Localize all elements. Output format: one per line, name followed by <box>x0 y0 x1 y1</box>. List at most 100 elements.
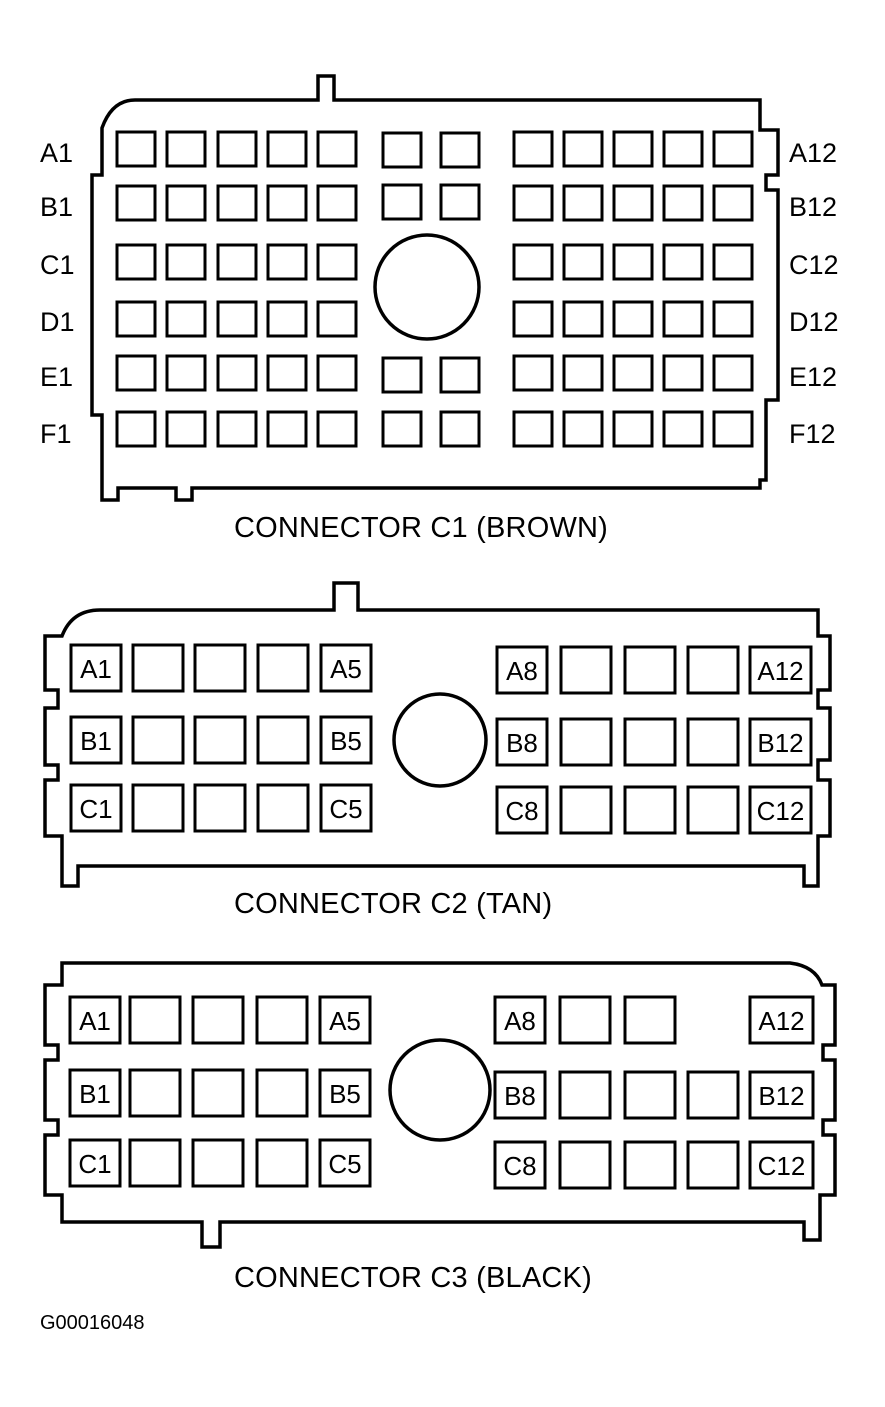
connector-c1-pin <box>439 356 481 394</box>
connector-c1-pin <box>612 354 654 392</box>
connector-c1-pin <box>612 130 654 168</box>
connector-c2-pin <box>193 715 247 765</box>
connector-c2-pin <box>69 715 123 765</box>
connector-c1-pin <box>612 300 654 338</box>
connector-c2-pin <box>131 783 185 833</box>
connector-c3-pin-label: A12 <box>758 1006 804 1036</box>
connector-c1-pin <box>216 354 258 392</box>
connector-c3-polarization-hole <box>388 1038 492 1142</box>
connector-c1-pin <box>662 300 704 338</box>
connector-c2-pin <box>193 783 247 833</box>
connector-c1-pin <box>381 131 423 169</box>
connector-c1-pin <box>316 354 358 392</box>
connector-c1-pin <box>115 410 157 448</box>
connector-c1-caption: CONNECTOR C1 (BROWN) <box>234 512 609 544</box>
connector-c1-row-label-right: A12 <box>789 138 837 168</box>
connector-c2-pin <box>193 643 247 693</box>
connector-c1-pin <box>612 410 654 448</box>
connector-c3-pin-label: B1 <box>79 1079 111 1109</box>
connector-c1-pin <box>562 243 604 281</box>
connector-c1-pin <box>266 243 308 281</box>
connector-c1-pin <box>266 300 308 338</box>
connector-c3-pin <box>68 1138 122 1188</box>
connector-c1-row-label-right: D12 <box>789 307 839 337</box>
connector-c1-pin <box>216 243 258 281</box>
connector-c1-pin <box>266 410 308 448</box>
connector-c2-pin <box>256 715 310 765</box>
connector-c2-pin <box>748 717 813 767</box>
connector-c1-pin <box>662 130 704 168</box>
connector-c1-pin <box>165 243 207 281</box>
connector-c1-pin <box>266 354 308 392</box>
connector-c1-pin <box>439 183 481 221</box>
connector-c2-pin <box>748 645 813 695</box>
connector-c2-pin <box>319 783 373 833</box>
connector-c3-pin <box>255 995 309 1045</box>
connector-c1-pin <box>662 410 704 448</box>
connector-c1-polarization-hole <box>373 233 481 341</box>
connector-c1-pin <box>216 130 258 168</box>
connector-c1-row-label-left: C1 <box>40 250 75 280</box>
connector-c2-housing <box>43 581 832 888</box>
connector-c3-pin-label: C5 <box>328 1149 361 1179</box>
connector-c1-row-label-left: B1 <box>40 192 73 222</box>
connector-c1-pin <box>562 354 604 392</box>
connector-c2-pin-label: C8 <box>505 796 538 826</box>
connector-c2-pin <box>131 715 185 765</box>
connector-c1-row-label-right: B12 <box>789 192 837 222</box>
connector-c1-pin <box>662 243 704 281</box>
connector-c3-pin <box>191 995 245 1045</box>
connector-c3-pin-label: B12 <box>758 1081 804 1111</box>
connector-c1-pin <box>115 300 157 338</box>
connector-c1-pin <box>316 130 358 168</box>
connector-c2-pin <box>131 643 185 693</box>
connector-c1-pin <box>712 184 754 222</box>
connector-c1-pin <box>216 410 258 448</box>
connector-c3-pin <box>493 1140 547 1190</box>
connector-c1-row-label-left: F1 <box>40 419 72 449</box>
connector-c2-pin-label: A5 <box>330 654 362 684</box>
connector-c1-row-label-left: A1 <box>40 138 73 168</box>
connector-c1-pin <box>712 243 754 281</box>
connector-c1-pin <box>115 354 157 392</box>
connector-c1-pin <box>216 300 258 338</box>
connector-c2-pin <box>748 785 813 835</box>
connector-c3-pin <box>623 1140 677 1190</box>
connector-c3-pin <box>68 1068 122 1118</box>
connector-c3-pin <box>128 1068 182 1118</box>
connector-c2-polarization-hole <box>392 692 488 788</box>
connector-c2-pin-label: B1 <box>80 726 112 756</box>
connector-c1-pin <box>712 410 754 448</box>
connector-c1-pin <box>562 300 604 338</box>
connector-c3-pin <box>128 995 182 1045</box>
connector-c2-pin <box>559 645 613 695</box>
connector-c2-pin <box>319 643 373 693</box>
connector-c1-pin <box>512 354 554 392</box>
connector-c3-pin <box>318 995 372 1045</box>
connector-c2-pin <box>256 783 310 833</box>
connector-c1-pin <box>712 354 754 392</box>
connector-c3-pin <box>748 1070 815 1120</box>
connector-c1-pin <box>316 410 358 448</box>
connector-c1-row-label-right: E12 <box>789 362 837 392</box>
connector-c3-pin <box>558 1070 612 1120</box>
connector-c1-pin <box>439 410 481 448</box>
connector-c1-pin <box>439 131 481 169</box>
connector-c2-pin <box>495 717 549 767</box>
connector-c1-row-label-left: D1 <box>40 307 75 337</box>
connector-c1-pin <box>381 356 423 394</box>
connector-c1-pin <box>512 300 554 338</box>
connector-c1-row-label-right: F12 <box>789 419 836 449</box>
connector-c3-pin-label: A8 <box>504 1006 536 1036</box>
connector-c3-pin-label: A5 <box>329 1006 361 1036</box>
connector-c2-pin <box>319 715 373 765</box>
connector-c2-pin <box>495 645 549 695</box>
connector-c1-pin <box>316 243 358 281</box>
connector-c1-pin <box>165 354 207 392</box>
connector-c1-pin <box>115 243 157 281</box>
connector-c3-pin <box>318 1068 372 1118</box>
connector-c2-pin <box>623 785 677 835</box>
connector-c1-pin <box>115 184 157 222</box>
